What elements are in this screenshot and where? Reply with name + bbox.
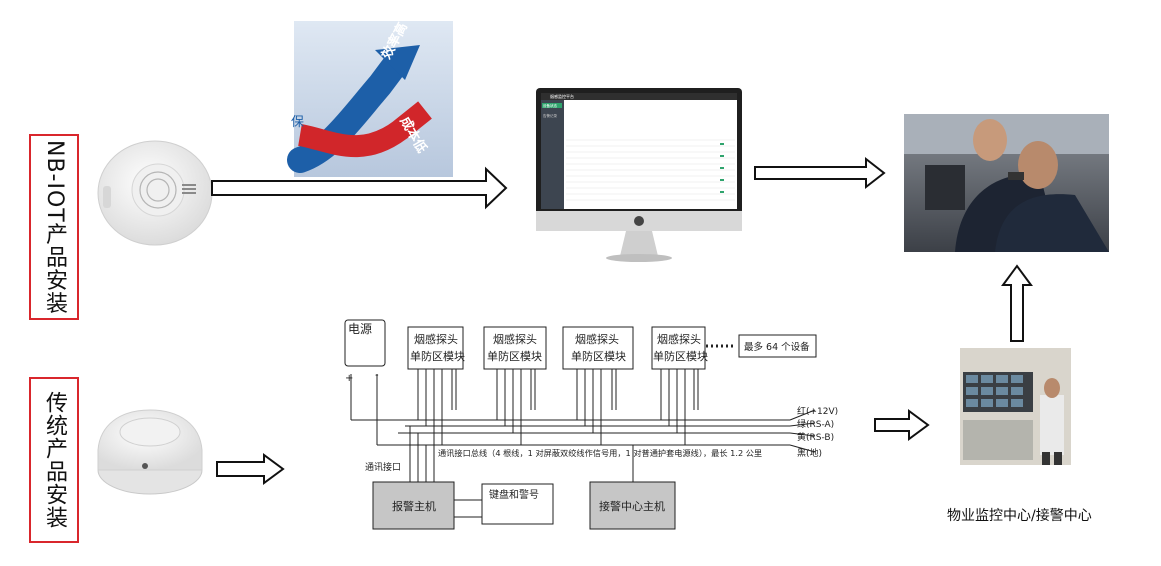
arrow-traditional-to-system-icon bbox=[216, 453, 285, 485]
traditional-label: 传统产品安装 bbox=[42, 391, 67, 529]
monitor-center-caption: 物业监控中心/接警中心 bbox=[947, 508, 1092, 524]
keyboard-siren-label: 键盘和警号 bbox=[489, 488, 539, 501]
detector-2-line2: 单防区模块 bbox=[487, 349, 542, 363]
arrow-platform-to-center-icon bbox=[754, 156, 886, 190]
monitoring-platform-monitor-icon: 烟感监控平台 设备状态 告警记录 bbox=[536, 88, 742, 262]
control-room-photo bbox=[960, 348, 1071, 465]
detector-2-line1: 烟感探头 bbox=[493, 332, 537, 346]
detector-1-line1: 烟感探头 bbox=[414, 332, 458, 346]
detector-4-line2: 单防区模块 bbox=[653, 349, 708, 363]
detector-box-1 bbox=[407, 326, 464, 370]
growth-left-text: 保 bbox=[291, 115, 304, 130]
alarm-host-box bbox=[372, 481, 455, 530]
detector-1-line2: 单防区模块 bbox=[410, 349, 465, 363]
arrow-system-to-center-icon bbox=[874, 409, 930, 441]
max-devices-box bbox=[738, 334, 817, 358]
wire-label-green: 绿(RS-A) bbox=[797, 418, 834, 430]
screen-title: 烟感监控平台 bbox=[550, 93, 574, 99]
screen-menu-item: 告警记录 bbox=[543, 113, 557, 118]
screen-menu-active: 设备状态 bbox=[543, 103, 557, 108]
arrow-center-up-icon bbox=[1001, 264, 1033, 342]
wiring-diagram bbox=[344, 319, 817, 530]
center-host-box bbox=[589, 481, 676, 530]
detector-3-line1: 烟感探头 bbox=[575, 332, 619, 346]
keyboard-siren-box bbox=[481, 483, 554, 525]
detector-box-2 bbox=[483, 326, 547, 370]
traditional-smoke-detector-icon bbox=[97, 409, 203, 495]
power-minus-label: - bbox=[375, 370, 379, 381]
nb-iot-label-box: NB-IOT产品安装 bbox=[29, 134, 79, 320]
cost-efficiency-image: 效率高 成本低 保 bbox=[287, 20, 453, 177]
center-host-label: 接警中心主机 bbox=[599, 499, 665, 513]
wire-label-red: 红(+12V) bbox=[797, 405, 838, 417]
detector-box-4 bbox=[651, 326, 706, 370]
max-devices-label: 最多 64 个设备 bbox=[744, 341, 810, 353]
wire-label-yellow: 黄(RS-B) bbox=[797, 431, 834, 443]
arrow-nb-to-platform-icon bbox=[211, 166, 508, 210]
nb-iot-label: NB-IOT产品安装 bbox=[42, 139, 67, 315]
wiring-labels: 电源 + - 烟感探头 单防区模块 烟感探头 单防区模块 烟感探头 单防区模块 … bbox=[345, 322, 838, 513]
bus-note: 通讯接口总线（4 根线，1 对屏蔽双绞线作信号用，1 对普通护套电源线），最长 … bbox=[438, 448, 762, 458]
traditional-label-box: 传统产品安装 bbox=[29, 377, 79, 543]
detector-4-line1: 烟感探头 bbox=[657, 332, 701, 346]
power-label: 电源 bbox=[348, 322, 372, 336]
police-dispatch-photo bbox=[904, 114, 1109, 252]
power-plus-label: + bbox=[345, 373, 353, 384]
nb-iot-smoke-detector-icon bbox=[97, 140, 213, 246]
comm-port-label: 通讯接口 bbox=[365, 461, 401, 473]
detector-3-line2: 单防区模块 bbox=[571, 349, 626, 363]
wire-label-black: 黑(地) bbox=[797, 447, 822, 459]
detector-box-3 bbox=[562, 326, 634, 370]
power-supply-box bbox=[344, 319, 386, 367]
alarm-host-label: 报警主机 bbox=[392, 499, 436, 513]
